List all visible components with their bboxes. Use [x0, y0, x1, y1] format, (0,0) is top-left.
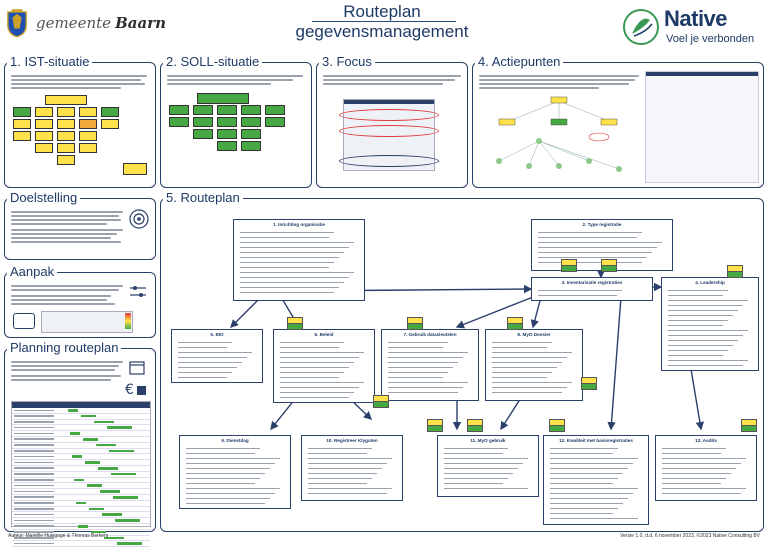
status-flag: [287, 317, 303, 330]
planning-gantt: [11, 401, 151, 547]
svg-text:€: €: [125, 382, 134, 397]
sliders-icon: [130, 286, 146, 297]
brand-name: Native: [664, 6, 728, 31]
route-step-1: 1. Inrichting organisatie: [273, 222, 325, 227]
footer-version: Versie 1.0, d.d. 6 november 2023, ©2023 …: [620, 533, 760, 539]
doel-panel: Doelstelling: [4, 191, 156, 260]
aanpak-heading: Aanpak: [7, 265, 58, 279]
route-step-5: 5. BIO: [210, 332, 224, 337]
route-card-5: 5. BIO: [171, 329, 263, 383]
route-card-2: 2. Type registratie: [531, 219, 673, 271]
planning-panel: Planning routeplan €: [4, 341, 156, 547]
actie-network: [496, 96, 622, 172]
page-title: Routeplan gegevensmanagement: [262, 2, 502, 42]
route-step-4: 4. Leadership: [695, 280, 725, 285]
route-step-9: 9. Dienstdag: [221, 438, 249, 443]
actie-heading: 4. Actiepunten: [475, 55, 564, 69]
euro-icon: €: [125, 382, 146, 397]
route-card-7: 7. Gebruik datasleutelen: [381, 329, 479, 401]
route-card-13: 13. Audits: [655, 435, 757, 501]
route-step-10: 10. Registreer Klyguten: [326, 438, 378, 443]
route-card-6: 6. Beleid: [273, 329, 375, 403]
status-flag: [407, 317, 423, 330]
route-step-7: 7. Gebruik datasleutelen: [403, 332, 457, 337]
doel-heading: Doelstelling: [7, 191, 81, 205]
vng-icon: [13, 313, 35, 329]
route-step-12: 12. Kwaliteit met basisregistraties: [559, 438, 633, 443]
footer-author: Auteur: Mariëlle Huisgage & Thomas Berke…: [8, 533, 109, 539]
coat-of-arms-icon: [7, 9, 27, 38]
status-flag: [549, 419, 565, 432]
route-step-6: 6. Beleid: [314, 332, 334, 337]
actie-table: [645, 71, 759, 183]
route-step-8: 8. MyO Dossier: [517, 332, 551, 337]
focus-heading: 3. Focus: [319, 55, 375, 69]
baarn-logo: gemeente Baarn: [6, 6, 166, 40]
route-step-3: 3. Inventarisatie registraties: [561, 280, 623, 285]
route-card-8: 8. MyO Dossier: [485, 329, 583, 401]
route-step-2: 2. Type registratie: [582, 222, 622, 227]
route-card-1: 1. Inrichting organisatie: [233, 219, 365, 301]
route-card-4: 4. Leadership: [661, 277, 759, 371]
status-flag: [601, 259, 617, 272]
route-card-3: 3. Inventarisatie registraties: [531, 277, 653, 301]
ist-heading: 1. IST-situatie: [7, 55, 93, 69]
routeplan-panel: 5. Routeplan 1. Inrichting organisatie: [160, 191, 764, 532]
target-icon: [129, 209, 149, 229]
status-flag: [507, 317, 523, 330]
title-line-2: gegevensmanagement: [295, 22, 469, 41]
title-divider: [312, 21, 456, 22]
ist-panel: 1. IST-situatie: [4, 55, 156, 188]
status-flag: [581, 377, 597, 390]
status-flag: [727, 265, 743, 278]
native-logo: Native Voel je verbonden: [620, 6, 760, 50]
route-step-11: 11. MyO gebruik: [470, 438, 506, 443]
route-card-11: 11. MyO gebruik: [437, 435, 539, 497]
municipality-label: gemeente: [36, 14, 112, 32]
brand-tagline: Voel je verbonden: [666, 33, 755, 45]
status-flag: [373, 395, 389, 408]
municipality-name: Baarn: [115, 14, 166, 32]
status-flag: [741, 419, 757, 432]
routeplan-heading: 5. Routeplan: [163, 191, 243, 205]
planning-heading: Planning routeplan: [7, 341, 122, 355]
calendar-icon: [129, 361, 145, 375]
aanpak-panel: Aanpak: [4, 265, 156, 338]
title-line-1: Routeplan: [343, 2, 421, 21]
route-card-10: 10. Registreer Klyguten: [301, 435, 403, 501]
status-flag: [561, 259, 577, 272]
soll-heading: 2. SOLL-situatie: [163, 55, 263, 69]
status-flag: [467, 419, 483, 432]
actie-panel: 4. Actiepunten: [472, 55, 764, 188]
soll-panel: 2. SOLL-situatie: [160, 55, 312, 188]
status-flag: [427, 419, 443, 432]
native-leaf-icon: [623, 9, 659, 45]
route-card-12: 12. Kwaliteit met basisregistraties: [543, 435, 649, 525]
focus-panel: 3. Focus: [316, 55, 468, 188]
route-card-9: 9. Dienstdag: [179, 435, 291, 509]
org-node: [45, 95, 87, 105]
route-step-13: 13. Audits: [695, 438, 717, 443]
